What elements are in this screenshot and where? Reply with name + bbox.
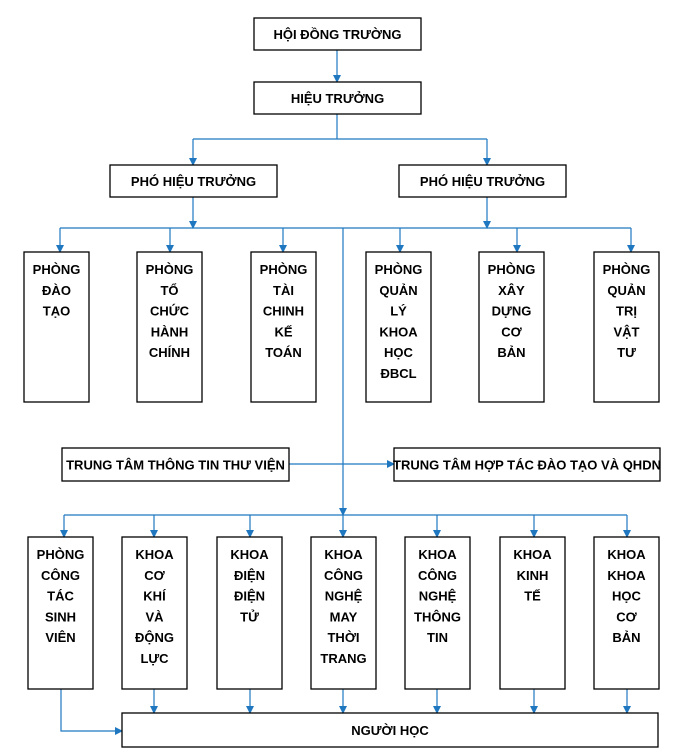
box-pho-hieu-truong-1: PHÓ HIỆU TRƯỞNG [109, 164, 278, 198]
box-khoa-kinh-te: KHOA KINH TẾ [499, 536, 566, 690]
box-label: PHÒNG [33, 262, 81, 277]
box-khoa-cntt: KHOA CÔNG NGHỆ THÔNG TIN [404, 536, 471, 690]
box-label: HỘI ĐỒNG TRƯỜNG [273, 27, 401, 42]
box-label: TƯ [617, 345, 636, 360]
box-label: DỰNG [492, 304, 532, 319]
box-label: TỬ [240, 609, 259, 624]
box-label: LỰC [140, 651, 169, 666]
box-khoa-co-khi: KHOA CƠ KHÍ VÀ ĐỘNG LỰC [121, 536, 188, 690]
box-label: TẾ [524, 589, 541, 604]
box-label: TRỊ [616, 304, 637, 319]
box-label: KINH [517, 568, 549, 583]
box-phong-to-chuc: PHÒNG TỔ CHỨC HÀNH CHÍNH [136, 251, 203, 403]
box-label: ĐBCL [380, 366, 416, 381]
box-label: ĐIỆN [234, 589, 265, 604]
box-label: CHINH [263, 304, 304, 319]
box-label: MAY [330, 609, 358, 624]
box-trung-tam-hop-tac: TRUNG TÂM HỢP TÁC ĐÀO TẠO VÀ QHDN [393, 447, 661, 482]
box-label: KHOA [418, 547, 457, 562]
connectors [56, 50, 635, 735]
box-label: CƠ [144, 568, 165, 583]
box-hoi-dong: HỘI ĐỒNG TRƯỜNG [253, 17, 422, 51]
box-label: KHOA [513, 547, 552, 562]
box-label: TIN [427, 630, 448, 645]
box-label: VẬT [614, 324, 640, 339]
box-label: BẢN [612, 630, 640, 645]
box-label: CHÍNH [149, 345, 190, 360]
box-label: PHÒNG [37, 547, 85, 562]
box-label: PHÓ HIỆU TRƯỞNG [131, 174, 256, 189]
box-label: NGƯỜI HỌC [351, 723, 429, 738]
box-hieu-truong: HIỆU TRƯỞNG [253, 81, 422, 115]
box-pho-hieu-truong-2: PHÓ HIỆU TRƯỞNG [398, 164, 567, 198]
box-label: KHÍ [143, 589, 166, 604]
box-label: XÂY [498, 283, 525, 298]
box-phong-xay-dung: PHÒNG XÂY DỰNG CƠ BẢN [478, 251, 545, 403]
box-label: THỜI [327, 630, 359, 645]
box-label: VIÊN [45, 630, 75, 645]
box-label: TỔ [160, 283, 178, 298]
box-label: TẠO [43, 304, 70, 319]
box-label: KHOA [324, 547, 363, 562]
box-label: CÔNG [324, 568, 363, 583]
box-label: TÁC [47, 589, 74, 604]
box-label: PHÓ HIỆU TRƯỞNG [420, 174, 545, 189]
box-phong-cong-tac: PHÒNG CÔNG TÁC SINH VIÊN [27, 536, 94, 690]
box-label: ĐỘNG [135, 630, 174, 645]
box-label: KẾ [274, 324, 292, 339]
box-label: THÔNG [414, 609, 461, 624]
box-label: TRUNG TÂM HỢP TÁC ĐÀO TẠO VÀ QHDN [393, 458, 661, 473]
box-label: KHOA [135, 547, 174, 562]
box-label: NGHỆ [325, 589, 363, 604]
box-label: PHÒNG [603, 262, 651, 277]
box-label: QUẢN [607, 283, 645, 298]
box-phong-quan-tri: PHÒNG QUẢN TRỊ VẬT TƯ [593, 251, 660, 403]
box-label: QUẢN [379, 283, 417, 298]
box-label: TRUNG TÂM THÔNG TIN THƯ VIỆN [66, 458, 285, 473]
box-label: KHOA [379, 324, 418, 339]
box-label: NGHỆ [419, 589, 457, 604]
box-label: HỌC [612, 589, 642, 604]
box-label: SINH [45, 609, 76, 624]
box-label: ĐÀO [42, 283, 71, 298]
box-nguoi-hoc: NGƯỜI HỌC [121, 712, 659, 748]
box-phong-quan-ly-khoa-hoc: PHÒNG QUẢN LÝ KHOA HỌC ĐBCL [365, 251, 432, 403]
boxes: HỘI ĐỒNG TRƯỜNG HIỆU TRƯỞNG PHÓ HIỆU TRƯỞN… [23, 17, 661, 748]
box-label: PHÒNG [375, 262, 423, 277]
box-label: CÔNG [418, 568, 457, 583]
box-label: TRANG [320, 651, 366, 666]
box-trung-tam-thong-tin: TRUNG TÂM THÔNG TIN THƯ VIỆN [61, 447, 290, 482]
box-label: BẢN [497, 345, 525, 360]
box-label: KHOA [607, 547, 646, 562]
box-label: CƠ [616, 609, 637, 624]
box-label: ĐIỆN [234, 568, 265, 583]
box-label: HÀNH [151, 324, 189, 339]
box-label: TOÁN [265, 345, 302, 360]
box-phong-dao-tao: PHÒNG ĐÀO TẠO [23, 251, 90, 403]
box-label: KHOA [230, 547, 269, 562]
box-label: KHOA [607, 568, 646, 583]
box-label: TÀI [273, 283, 294, 298]
box-label: CƠ [501, 324, 522, 339]
box-label: VÀ [145, 609, 164, 624]
connector-congtac-nguoihoc [60, 689, 123, 735]
box-label: PHÒNG [146, 262, 194, 277]
box-label: PHÒNG [488, 262, 536, 277]
box-label: PHÒNG [260, 262, 308, 277]
box-label: HIỆU TRƯỞNG [291, 91, 384, 106]
box-khoa-dien: KHOA ĐIỆN ĐIỆN TỬ [216, 536, 283, 690]
box-label: HỌC [384, 345, 414, 360]
box-phong-tai-chinh: PHÒNG TÀI CHINH KẾ TOÁN [250, 251, 317, 403]
box-khoa-khoa-hoc: KHOA KHOA HỌC CƠ BẢN [593, 536, 660, 690]
box-label: CÔNG [41, 568, 80, 583]
box-khoa-may: KHOA CÔNG NGHỆ MAY THỜI TRANG [310, 536, 377, 690]
box-label: CHỨC [150, 304, 190, 319]
box-label: LÝ [390, 304, 407, 319]
